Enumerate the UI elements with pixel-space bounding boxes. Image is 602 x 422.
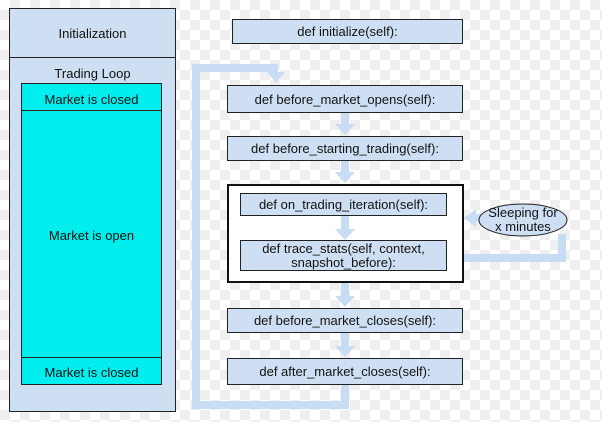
loop-bottom-bar: [192, 401, 349, 409]
initialization-label: Initialization: [58, 26, 127, 41]
loop-top-bar: [192, 64, 278, 72]
arrow-4-head: [335, 296, 355, 307]
arrow-1-shaft: [341, 113, 349, 127]
sleep-return-vertical: [558, 234, 566, 262]
sleeping-ellipse: [478, 203, 568, 237]
loop-bottom-connector: [341, 385, 349, 409]
arrow-5-shaft: [341, 333, 349, 349]
loop-arrowhead: [267, 72, 285, 83]
arrow-5-head: [335, 346, 355, 357]
trace-stats-box: def trace_stats(self, context, snapshot_…: [240, 240, 447, 271]
initialize-box: def initialize(self):: [232, 19, 463, 44]
sleep-return-horizontal: [464, 254, 566, 262]
market-closed-bottom-label: Market is closed: [44, 365, 139, 380]
arrow-2-shaft: [341, 161, 349, 175]
sleeping-line2: x minutes: [495, 219, 551, 234]
inner-arrow-shaft: [341, 216, 349, 232]
arrow-2-head: [335, 172, 355, 183]
arrow-1-head: [335, 124, 355, 135]
sleep-input-shaft: [474, 214, 482, 222]
market-closed-top-divider: [22, 110, 161, 111]
market-closed-top-label: Market is closed: [44, 92, 139, 107]
market-open-region: Market is closed Market is open Market i…: [21, 83, 162, 385]
market-closed-bottom-divider: [22, 357, 161, 358]
before-market-closes-box: def before_market_closes(self):: [227, 308, 463, 333]
after-market-closes-box: def after_market_closes(self):: [227, 358, 463, 385]
trace-stats-line2: snapshot_before):: [291, 254, 396, 270]
initialization-box: Initialization: [9, 8, 176, 58]
on-trading-iteration-box: def on_trading_iteration(self):: [240, 193, 447, 216]
before-starting-trading-box: def before_starting_trading(self):: [227, 136, 463, 161]
sleep-input-head: [464, 209, 476, 227]
trading-loop-label: Trading Loop: [54, 66, 131, 81]
sleeping-label: Sleeping for x minutes: [479, 206, 567, 234]
market-open-label: Market is open: [48, 228, 135, 243]
sleeping-line1: Sleeping for: [488, 205, 558, 220]
inner-arrow-head: [335, 229, 355, 240]
arrow-4-shaft: [341, 283, 349, 299]
loop-left-bar: [192, 64, 200, 409]
trace-stats-line1: def trace_stats(self, context,: [262, 240, 425, 256]
before-market-opens-box: def before_market_opens(self):: [227, 85, 463, 113]
